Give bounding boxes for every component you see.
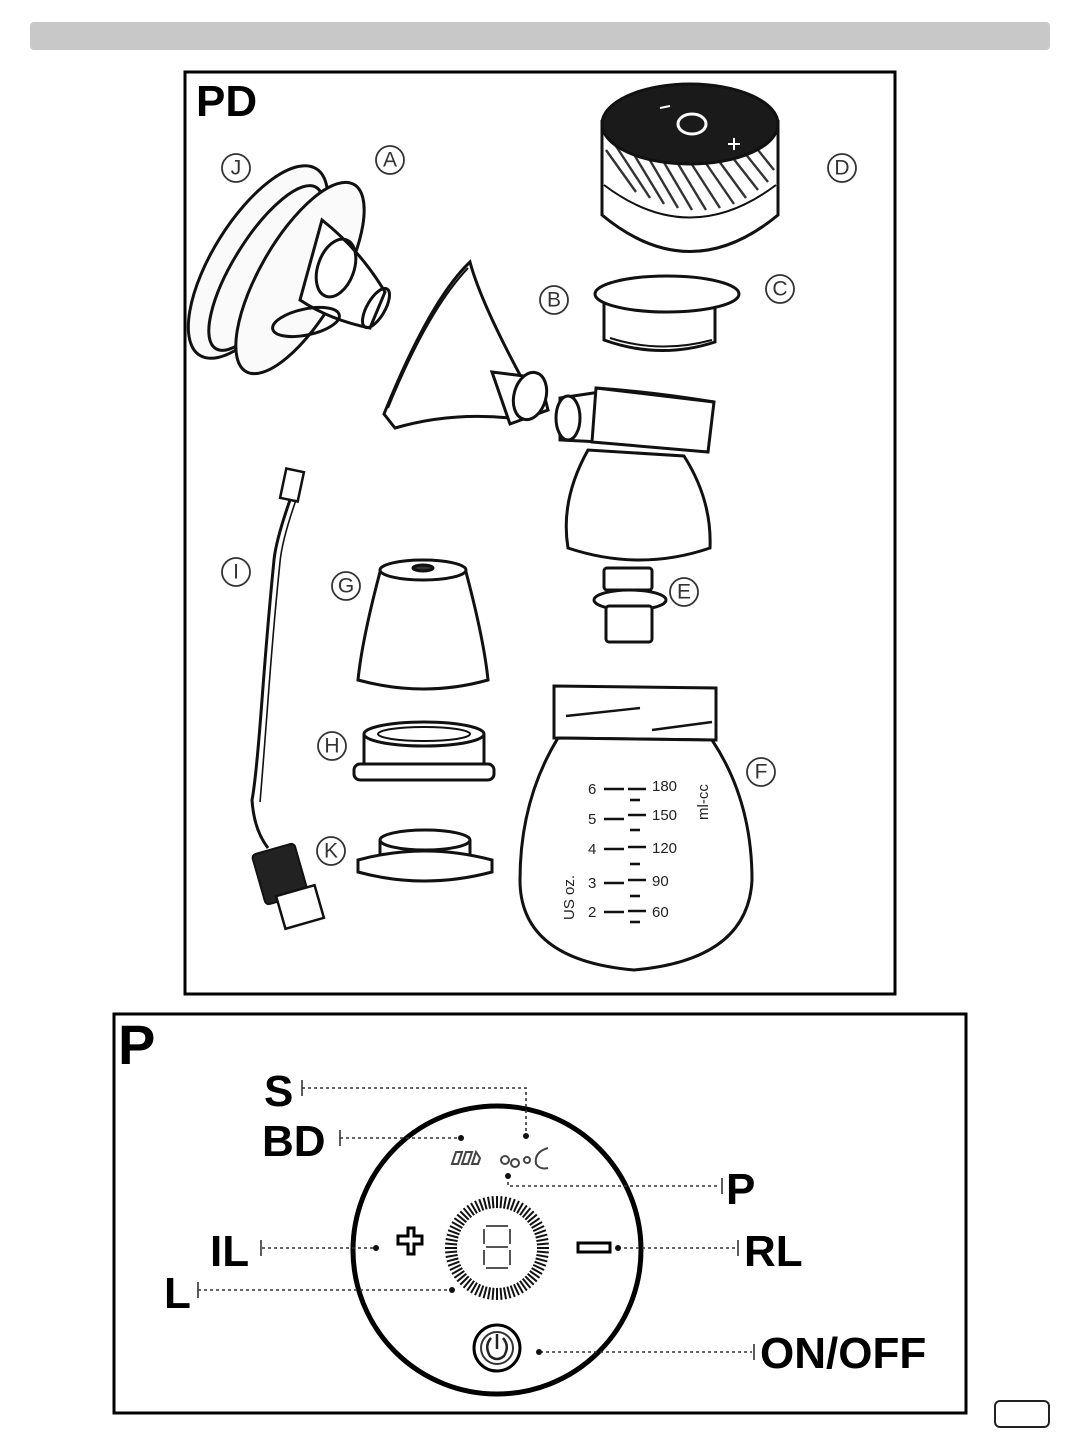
page-number-box [994, 1400, 1050, 1428]
oz-tick-2: 2 [588, 904, 596, 921]
panel-pd-title: PD [196, 77, 257, 126]
oz-tick-4: 4 [588, 841, 596, 858]
pump-body-illustration [556, 388, 714, 560]
ml-unit-label: ml-cc [695, 784, 712, 820]
led-ring-tick [445, 1251, 457, 1252]
part-letter-c: C [772, 278, 787, 301]
part-g-illustration [358, 560, 488, 689]
part-letter-i: I [233, 561, 239, 584]
callout-p: P [726, 1165, 755, 1214]
led-ring-tick [537, 1251, 549, 1252]
part-letter-d: D [834, 157, 849, 180]
part-letter-k: K [324, 840, 338, 863]
part-letter-b: B [547, 289, 561, 312]
led-ring-tick [500, 1196, 501, 1208]
ml-tick-180: 180 [652, 778, 677, 795]
part-letter-j: J [231, 157, 242, 180]
part-letter-e: E [677, 581, 691, 604]
led-ring-tick [492, 1196, 493, 1208]
led-ring-tick [500, 1288, 501, 1300]
part-letter-h: H [324, 735, 339, 758]
led-ring-tick [445, 1243, 457, 1244]
led-ring-tick [537, 1243, 549, 1244]
callout-il: IL [210, 1227, 249, 1276]
callout-rl: RL [744, 1227, 803, 1276]
ml-tick-150: 150 [652, 807, 677, 824]
part-d-illustration [602, 84, 778, 252]
oz-tick-5: 5 [588, 811, 596, 828]
callout-bd: BD [262, 1117, 326, 1166]
part-letter-a: A [383, 149, 397, 172]
callout-on-off: ON/OFF [760, 1329, 926, 1378]
part-letter-g: G [338, 575, 354, 598]
part-h-illustration [354, 722, 494, 780]
panel-p-title: P [118, 1013, 155, 1076]
power-button[interactable] [474, 1325, 520, 1371]
oz-unit-label: US oz. [561, 875, 578, 920]
minus-icon[interactable] [578, 1243, 610, 1252]
ml-tick-120: 120 [652, 840, 677, 857]
led-ring-tick [492, 1288, 493, 1300]
callout-s: S [264, 1067, 293, 1116]
ml-tick-60: 60 [652, 904, 669, 921]
callout-l: L [164, 1269, 191, 1318]
oz-tick-3: 3 [588, 875, 596, 892]
part-letter-f: F [755, 761, 768, 784]
part-f-illustration [520, 686, 752, 970]
ml-tick-90: 90 [652, 873, 669, 890]
oz-tick-6: 6 [588, 781, 596, 798]
